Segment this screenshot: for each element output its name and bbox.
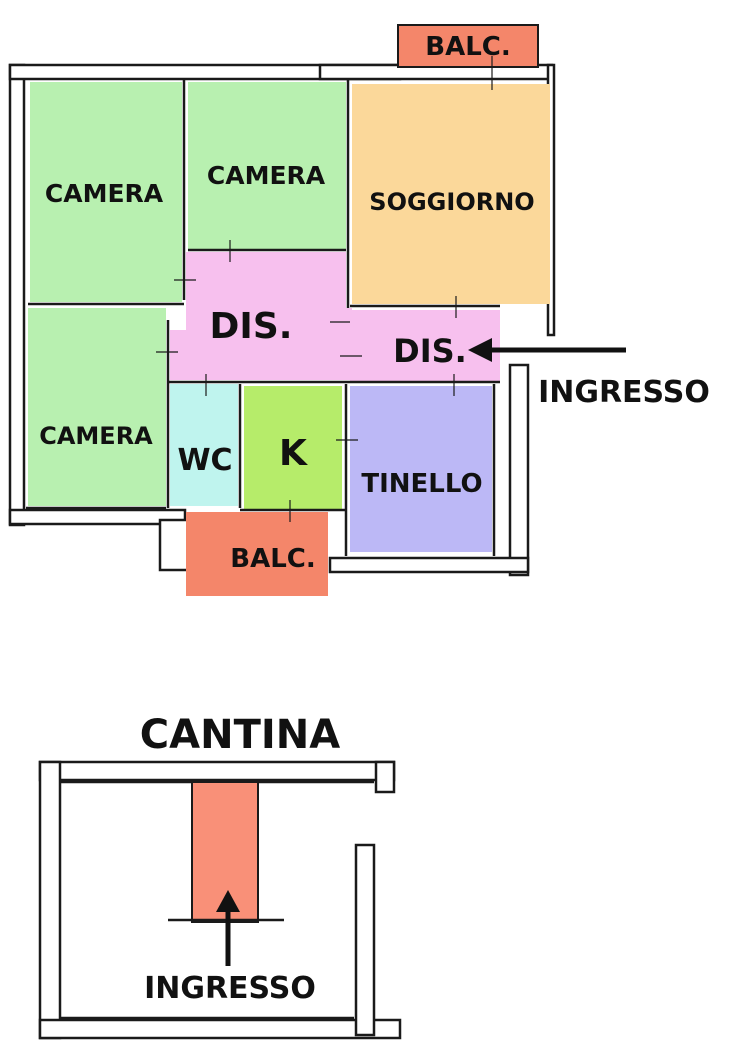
wc-room [170, 384, 238, 506]
balc-bottom-label: BALC. [230, 544, 315, 574]
dis-room-1 [170, 252, 352, 380]
camera-3-label: CAMERA [39, 422, 153, 450]
dis-room-2 [350, 310, 500, 382]
cantina-title: CANTINA [140, 712, 340, 758]
balc-top-label: BALC. [425, 32, 510, 62]
camera-2-label: CAMERA [207, 161, 326, 190]
camera-room-1 [30, 82, 182, 302]
interior-walls [26, 80, 500, 556]
camera-room-3 [28, 308, 166, 506]
outer-walls [8, 63, 556, 577]
ingresso-cantina-label: INGRESSO [144, 971, 316, 1006]
cantina-walls [38, 760, 402, 1040]
dis-2-label: DIS. [393, 332, 467, 370]
balcony-top-room [397, 24, 539, 68]
door-marks [156, 56, 493, 522]
ingresso-main-label: INGRESSO [538, 375, 710, 410]
camera-1-label: CAMERA [45, 179, 164, 208]
kitchen-room [244, 386, 342, 510]
k-label: K [279, 433, 308, 474]
dis-1-label: DIS. [210, 306, 293, 347]
balcony-bottom-room [186, 512, 328, 596]
tinello-room [350, 386, 492, 552]
soggiorno-room [352, 84, 550, 304]
soggiorno-label: SOGGIORNO [369, 188, 534, 216]
camera-room-2 [188, 82, 346, 250]
cantina-ingresso-arrow [216, 890, 240, 966]
wc-label: WC [177, 443, 232, 478]
tinello-label: TINELLO [361, 469, 482, 499]
ingresso-arrow [468, 338, 626, 362]
